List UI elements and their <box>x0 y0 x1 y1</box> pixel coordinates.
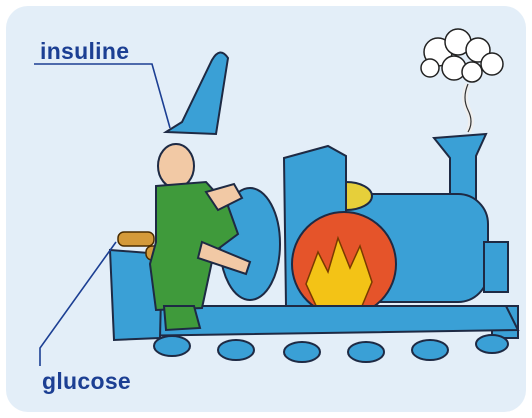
illustration-panel: insuline glucose <box>6 6 526 412</box>
locomotive-illustration <box>6 6 526 412</box>
label-glucose: glucose <box>42 368 131 395</box>
label-insuline: insuline <box>40 38 129 65</box>
locomotive-wheels <box>154 335 508 362</box>
steam-cloud-icon <box>421 29 503 82</box>
